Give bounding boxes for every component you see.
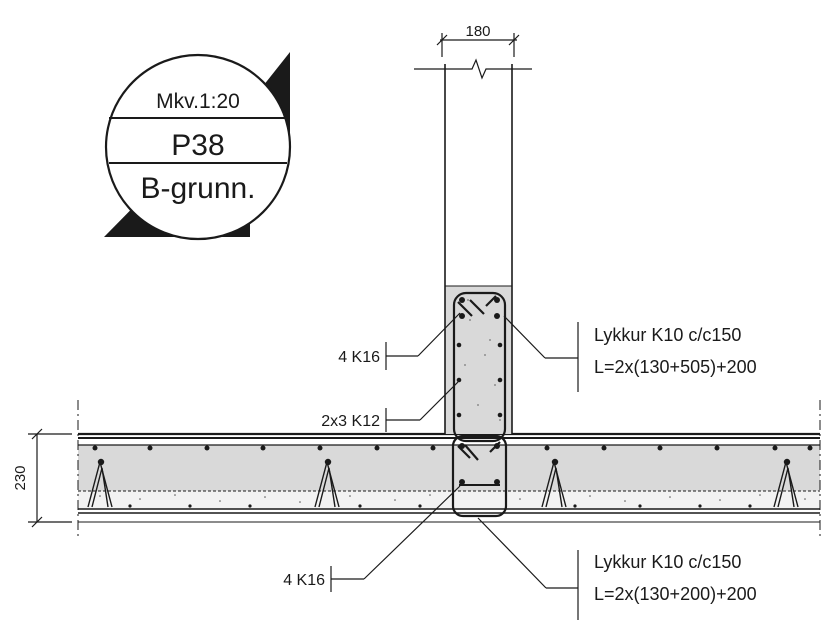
label-wall-top-bars: 4 K16	[338, 312, 461, 370]
insulation-hatch	[99, 494, 806, 503]
beam-stirrup	[451, 434, 508, 518]
label-lower-stirrup: Lykkur K10 c/c150 L=2x(130+200)+200	[477, 517, 757, 620]
wall-stirrup-hook	[457, 295, 497, 317]
wall-top-bars-text: 4 K16	[338, 349, 380, 366]
lattice-girder	[87, 458, 113, 508]
label-beam-bottom-bars: 4 K16	[283, 485, 461, 592]
upper-stirrup-line2: L=2x(130+505)+200	[594, 357, 757, 377]
lattice-girder	[541, 458, 567, 508]
slab-thickness-label: 230	[12, 465, 29, 490]
lattice-girders	[87, 458, 799, 508]
title-block: Mkv.1:20 P38 B-grunn.	[104, 52, 292, 241]
label-wall-side-bars: 2x3 K12	[321, 381, 459, 432]
beam-bottom-bars-text: 4 K16	[283, 572, 325, 589]
label-upper-stirrup: Lykkur K10 c/c150 L=2x(130+505)+200	[503, 315, 757, 392]
wall-width-dimension: 180	[436, 23, 520, 57]
wall-width-label: 180	[465, 23, 490, 40]
wall-concrete-fill	[445, 286, 512, 434]
lower-stirrup-line2: L=2x(130+200)+200	[594, 584, 757, 604]
slab-bottom-rebar	[128, 504, 752, 508]
beam-rebar	[459, 443, 500, 485]
wall-break-line	[414, 58, 532, 80]
title-block-detail-id: P38	[171, 129, 224, 162]
slab-insulation	[78, 491, 820, 509]
lattice-girder	[773, 458, 799, 508]
title-block-circle	[104, 53, 292, 241]
title-block-subtitle: B-grunn.	[140, 172, 255, 205]
lattice-girder	[314, 458, 340, 508]
wall-stirrup	[452, 291, 507, 443]
title-block-scale: Mkv.1:20	[156, 90, 240, 113]
slab-thickness-dimension: 230	[12, 428, 72, 528]
wall-rebar	[456, 297, 503, 418]
upper-stirrup-line1: Lykkur K10 c/c150	[594, 325, 741, 345]
wall-side-bars-text: 2x3 K12	[321, 413, 380, 430]
lower-stirrup-line1: Lykkur K10 c/c150	[594, 552, 741, 572]
slab-concrete	[78, 445, 820, 491]
slab-top-rebar	[92, 445, 813, 451]
concrete-wall	[414, 58, 532, 434]
